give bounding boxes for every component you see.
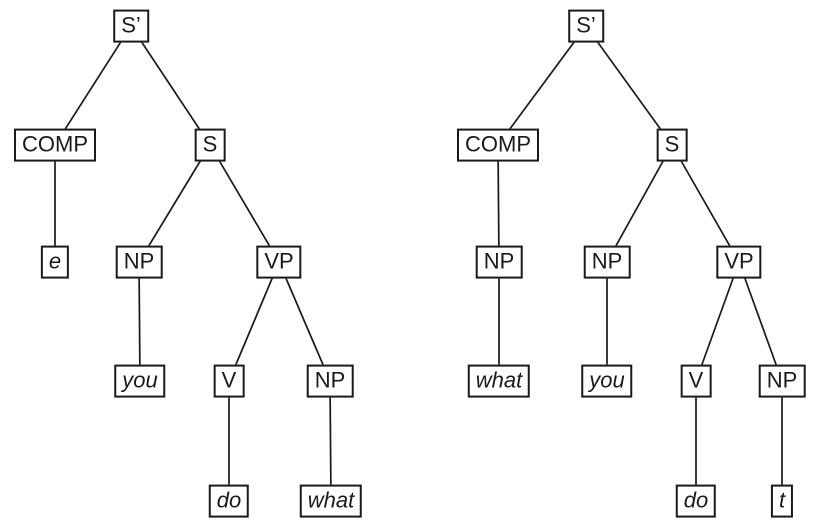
edge-vp-npt [738, 261, 783, 382]
edge-sbar-comp [497, 25, 587, 146]
edge-comp-npc [497, 144, 500, 263]
edge-s-np1 [138, 144, 211, 263]
edge-sbar-s [585, 25, 673, 146]
edge-s-npy [606, 144, 673, 263]
edge-vp-v [695, 261, 740, 382]
edge-s-vp [671, 144, 740, 263]
edge-s-vp [209, 144, 280, 263]
edge-vp-v [228, 261, 280, 382]
edge-np1-you [138, 261, 141, 382]
edge-vp-np2 [278, 261, 331, 382]
edge-np2-what [329, 380, 332, 502]
edge-sbar-comp [54, 25, 132, 146]
edge-sbar-s [130, 25, 211, 146]
